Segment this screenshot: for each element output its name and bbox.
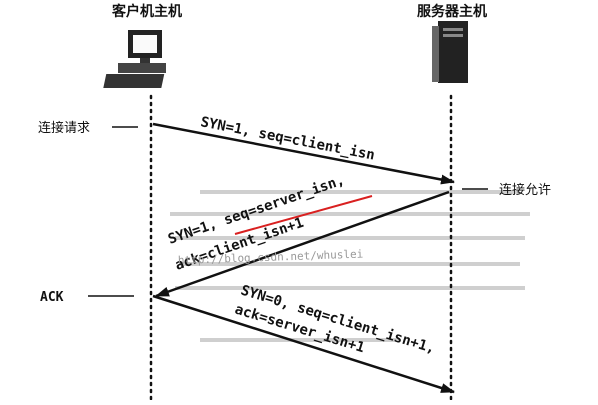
server-isn-underline bbox=[234, 195, 373, 235]
connect-allow-label: 连接允许 bbox=[499, 182, 551, 198]
watermark: http://blog.csdn.net/whuslei bbox=[178, 248, 364, 267]
client-host-label: 客户机主机 bbox=[111, 3, 182, 20]
ack-label: ACK bbox=[40, 290, 64, 305]
server-tower-icon bbox=[432, 21, 468, 83]
ack-arrow bbox=[152, 294, 455, 394]
syn-ack-arrow bbox=[155, 190, 450, 298]
background-bleed bbox=[170, 190, 530, 342]
connect-request-label: 连接请求 bbox=[38, 120, 90, 136]
syn-arrow bbox=[152, 122, 455, 185]
server-host-label: 服务器主机 bbox=[417, 3, 487, 20]
desktop-computer-icon bbox=[103, 30, 166, 88]
